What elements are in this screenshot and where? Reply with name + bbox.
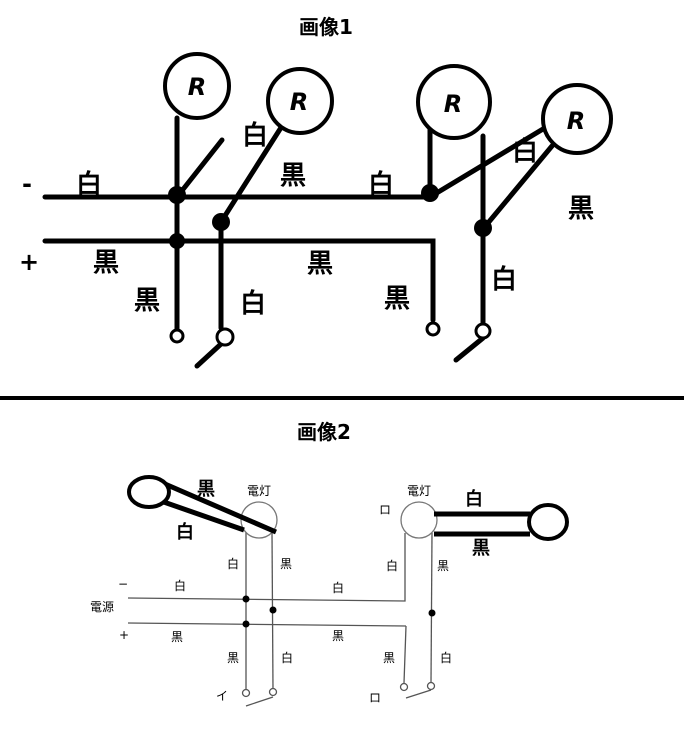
lamp3-diag-lead [427,123,551,200]
lamp-2: R [266,67,334,135]
lamp2-right-drop [430,532,433,684]
lamp-label: R [567,107,585,135]
wire-color-label: 黒 [227,651,239,665]
wire-color-label: 黒 [280,161,306,191]
switch1-lever [194,341,224,369]
wire-color-label: 黒 [171,630,183,644]
terminal [399,682,409,692]
terminal [241,688,251,698]
lamp-caption: 電灯 [407,484,431,498]
wire-color-label: 白 [368,169,394,200]
junction-dot [421,184,439,202]
overlay-lamp-ellipse [527,503,569,541]
junction-dot [269,606,277,614]
terminal [268,687,278,697]
terminal [425,321,441,337]
image2-terminals [241,681,436,698]
wire-color-label: 白 [332,580,344,595]
wire-color-label: 白 [227,556,239,571]
wire-color-label: 白 [386,558,398,573]
lamp-circle [416,64,492,140]
junction-dot [212,213,230,231]
wire-color-label: 白 [176,521,194,543]
lamp-circle [541,83,613,155]
wire-color-label: 白 [491,264,517,295]
lamp-circle [266,67,334,135]
wire-color-label: 白 [76,169,102,200]
wire-color-label: 黒 [197,479,215,500]
wire-color-label: 白 [465,488,483,510]
image2-panel: 画像2 [90,420,569,707]
image2-wires [127,531,433,707]
minus-sign: − [118,577,128,591]
terminal [474,322,492,340]
switch2-lever [453,335,486,363]
terminal [426,681,436,691]
junction-dot [169,233,185,249]
terminal [169,328,185,344]
lamp-caption: 電灯 [247,484,271,498]
lamp4-diag-lead [480,143,555,232]
lamp-1: R [163,52,231,120]
image1-title: 画像1 [299,15,353,39]
terminal [215,327,235,347]
plus-line [127,622,407,627]
power-label: 電源 [90,600,114,614]
switch-label: ロ [369,691,381,705]
overlay-lamp-right [434,503,569,541]
wire-color-label: 黒 [472,538,490,559]
lamp-label: R [290,88,308,116]
wire-color-label: 白 [281,650,293,665]
plus-drop [403,625,407,684]
wire-color-label: 白 [174,578,186,593]
switch-ro-lever [405,689,432,699]
lamp1-diag-lead [174,137,225,200]
image2-title: 画像2 [297,420,351,444]
lamp-id-label: ロ [379,503,391,517]
junction-dot [168,186,186,204]
wire-color-label: 白 [512,136,538,167]
overlay-lamp-ellipse [127,475,171,509]
wire-color-label: 黒 [280,557,292,571]
wire-color-label: 白 [240,288,266,319]
image2-junctions [242,595,436,628]
junction-dot [242,620,250,628]
lamp-receptacle-left [240,501,278,539]
overlay-lamp-left [127,475,277,535]
image1-junctions [168,184,492,249]
switch-label: イ [216,689,228,703]
junction-dot [428,609,436,617]
switch-i-lever [245,696,274,707]
plus-sign: + [19,248,39,276]
junction-dot [474,219,492,237]
overlay-lead [157,497,245,533]
overlay-lead [164,481,277,535]
wire-color-label: 黒 [568,194,594,224]
plus-sign: + [119,628,129,642]
wire-color-label: 黒 [134,286,160,316]
minus-sign: - [22,170,32,198]
image1-terminals [169,321,492,347]
lamp-4: R [541,83,613,155]
lamp-circle [163,52,231,120]
minus-line [127,533,406,602]
lamp2-diag-lead [218,123,285,225]
wire-color-label: 黒 [307,249,333,279]
wire-color-label: 黒 [383,651,395,665]
lamp-label: R [188,73,206,101]
junction-dot [242,595,250,603]
lamp-label: R [444,90,462,118]
wire-color-label: 黒 [384,284,410,314]
wire-color-label: 黒 [437,559,449,573]
lamp-receptacle-right [400,501,438,539]
lamp-3: R [416,64,492,140]
wire-color-label: 白 [242,120,268,151]
wire-color-label: 黒 [93,248,119,278]
wire-color-label: 白 [440,650,452,665]
image1-panel: 画像1 [19,15,613,369]
wire-color-label: 黒 [332,629,344,643]
